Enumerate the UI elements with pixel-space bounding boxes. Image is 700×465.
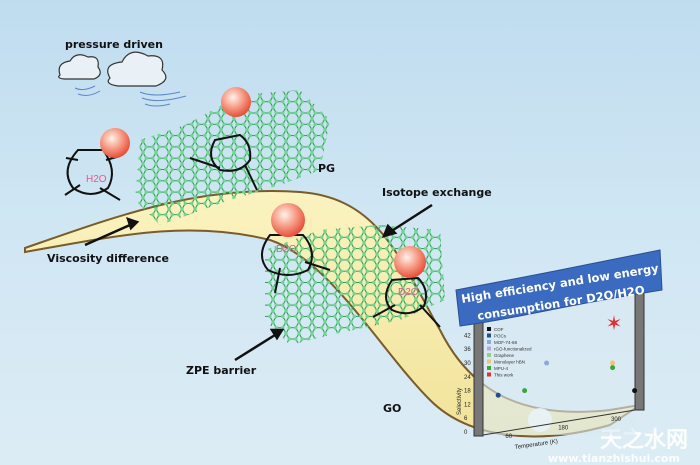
label-isotope-exchange: Isotope exchange [382, 186, 492, 199]
d2o-label: D2O [398, 287, 419, 298]
arrows [84, 203, 433, 362]
inset-xtick: 60 [505, 434, 512, 440]
data-point [610, 360, 616, 366]
data-point [632, 388, 638, 394]
inset-ytick: 18 [464, 389, 471, 395]
inset-ytick: 0 [464, 430, 468, 436]
legend-swatch [487, 366, 491, 370]
legend-entry: This work [494, 373, 514, 378]
inset-banner [455, 249, 663, 327]
inset-xtick: 180 [558, 425, 569, 431]
wind-icon [74, 85, 187, 107]
legend-entry: Monolayer hBN [494, 360, 525, 365]
inset-xlabel: Temperature (K) [514, 439, 558, 451]
legend-swatch [487, 372, 491, 377]
inset-xtick: 300 [611, 417, 622, 423]
h2o-molecule-climbing [189, 87, 258, 191]
legend-swatch [487, 346, 491, 351]
legend-entry: COF [494, 327, 504, 332]
graphene-sheet-pg [135, 90, 330, 225]
inset-ytick: 30 [464, 361, 471, 367]
legend-entry: rGO-functionalized [494, 347, 532, 352]
h2o-molecule-running: H2O [64, 128, 130, 201]
inset-ytick: 36 [464, 347, 471, 353]
inset-ytick: 6 [464, 416, 468, 422]
legend-swatch [487, 353, 491, 357]
data-point [610, 365, 616, 371]
legend-swatch [487, 340, 491, 344]
label-pg: PG [318, 162, 335, 175]
inset-chart: High efficiency and low energy consumpti… [455, 249, 663, 451]
label-pressure-driven: pressure driven [65, 38, 163, 51]
legend-swatch [487, 359, 491, 364]
label-viscosity-difference: Viscosity difference [47, 252, 169, 265]
legend-entry: MOF-74-68 [494, 340, 518, 345]
legend-entry: POCs [494, 334, 507, 339]
data-point [495, 392, 501, 398]
legend-entry: MPU-4 [494, 366, 508, 371]
inset-ytick: 12 [464, 402, 471, 408]
label-zpe-barrier: ZPE barrier [186, 364, 257, 377]
data-point [544, 360, 550, 366]
label-go: GO [383, 402, 401, 415]
d2o-label: D2O [276, 244, 297, 255]
legend-entry: Graphene [494, 353, 515, 358]
h2o-label: H2O [86, 174, 107, 185]
cloud-icon [58, 51, 167, 87]
data-point [522, 388, 528, 394]
inset-ylabel: Selectivity [457, 388, 463, 415]
legend-swatch [487, 333, 491, 338]
watermark-url: www.tianzhishui.com [548, 452, 680, 465]
data-point-star: ✶ [606, 313, 623, 335]
d2o-molecule-2: D2O [372, 246, 441, 328]
d2o-molecule-1: D2O [261, 203, 331, 294]
legend-swatch [487, 327, 491, 331]
inset-ytick: 42 [464, 333, 471, 339]
inset-ytick: 24 [464, 375, 471, 381]
